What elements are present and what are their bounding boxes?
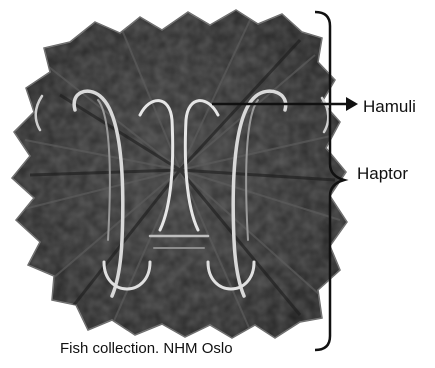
hamuli-label: Hamuli — [363, 97, 416, 117]
image-caption: Fish collection. NHM Oslo — [60, 340, 233, 357]
haptor-label: Haptor — [357, 164, 408, 184]
haptor-specimen — [0, 0, 360, 345]
